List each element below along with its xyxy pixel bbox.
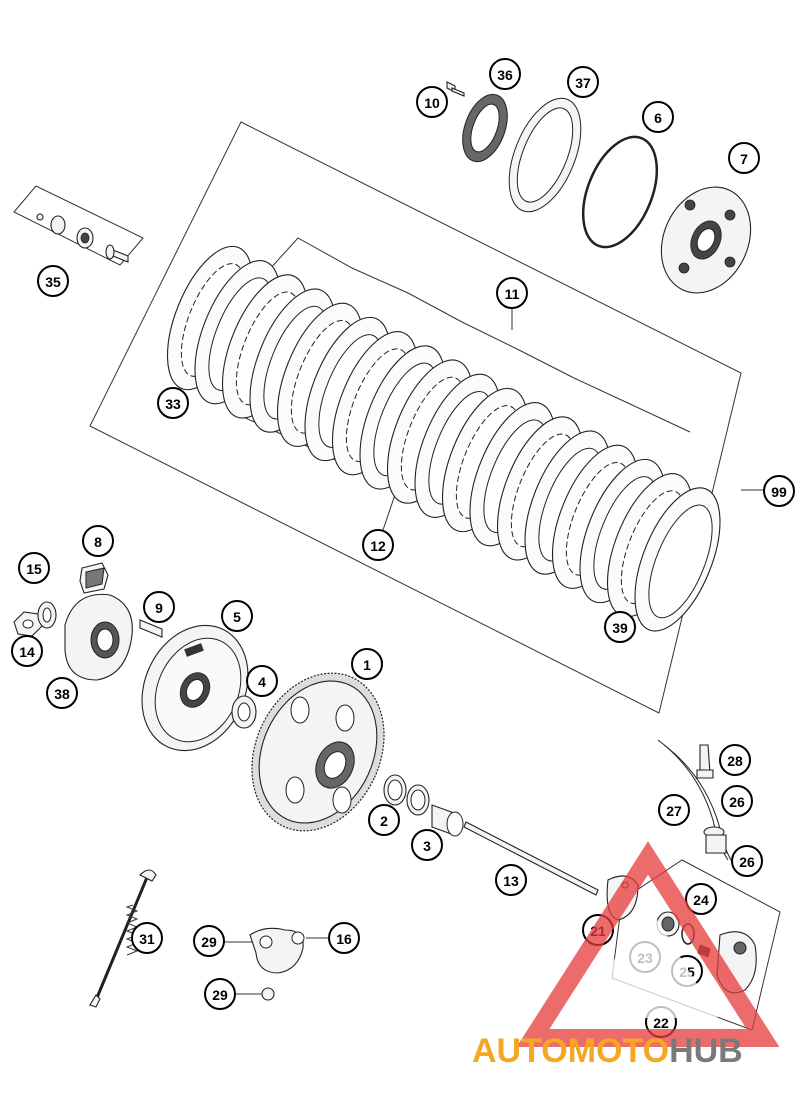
callout-c24: 24 xyxy=(685,883,717,915)
pressure-plate-7 xyxy=(660,186,752,294)
callout-c29a: 29 xyxy=(193,925,225,957)
callout-c38: 38 xyxy=(46,677,78,709)
bolt-10 xyxy=(446,81,465,97)
callout-label: 37 xyxy=(575,75,591,91)
callout-label: 28 xyxy=(727,753,743,769)
callout-c14: 14 xyxy=(11,635,43,667)
callout-label: 33 xyxy=(165,396,181,412)
callout-label: 5 xyxy=(233,609,241,625)
callout-c28: 28 xyxy=(719,744,751,776)
wire-ring-6 xyxy=(581,135,659,249)
watermark-triangle xyxy=(516,841,780,1047)
callout-label: 39 xyxy=(612,620,628,636)
spring-assembly-31 xyxy=(89,869,157,1008)
callout-c9: 9 xyxy=(143,591,175,623)
callout-label: 4 xyxy=(258,674,266,690)
callout-c5: 5 xyxy=(221,600,253,632)
callout-layer: 10 36 37 6 7 35 11 33 99 12 39 8 15 9 5 14 38 4 1 28 2 27 26 3 2… xyxy=(11,58,795,1038)
callout-c26a: 26 xyxy=(721,785,753,817)
callout-c8: 8 xyxy=(82,525,114,557)
washer-14 xyxy=(37,601,57,629)
callout-label: 31 xyxy=(139,931,155,947)
kit-35-parts xyxy=(36,213,129,263)
callout-c99: 99 xyxy=(763,475,795,507)
callout-label: 99 xyxy=(771,484,787,500)
callout-label: 22 xyxy=(653,1015,669,1031)
callout-label: 13 xyxy=(503,873,519,889)
callout-label: 8 xyxy=(94,534,102,550)
callout-c2: 2 xyxy=(368,804,400,836)
callout-label: 15 xyxy=(26,561,42,577)
callout-label: 36 xyxy=(497,67,513,83)
part-8 xyxy=(79,562,109,594)
release-lever-16 xyxy=(249,927,305,1001)
callout-c13: 13 xyxy=(495,864,527,896)
pin-9 xyxy=(139,619,163,638)
callout-c33: 33 xyxy=(157,387,189,419)
callout-label: 26 xyxy=(729,794,745,810)
callout-c35: 35 xyxy=(37,265,69,297)
callout-label: 12 xyxy=(370,538,386,554)
callout-label: 26 xyxy=(739,854,755,870)
callout-c10: 10 xyxy=(416,86,448,118)
callout-label: 27 xyxy=(666,803,682,819)
callout-c4: 4 xyxy=(246,665,278,697)
callout-label: 1 xyxy=(363,657,371,673)
watermark-text-part1: AUTOMOTO xyxy=(472,1032,669,1070)
callout-label: 11 xyxy=(505,286,520,302)
callout-c27: 27 xyxy=(658,794,690,826)
callout-label: 3 xyxy=(423,838,431,854)
washer-37 xyxy=(508,97,582,213)
callout-c36: 36 xyxy=(489,58,521,90)
clutch-plate xyxy=(634,487,721,632)
callout-label: 9 xyxy=(155,600,163,616)
watermark-text-part2: HUB xyxy=(669,1032,743,1070)
callout-label: 16 xyxy=(336,931,352,947)
clutch-basket-5 xyxy=(141,624,249,752)
kit-35-frame xyxy=(13,185,144,266)
callout-c26b: 26 xyxy=(731,845,763,877)
callout-label: 29 xyxy=(212,987,228,1003)
callout-c1: 1 xyxy=(351,648,383,680)
primary-gear-1 xyxy=(251,672,385,832)
callout-label: 10 xyxy=(424,95,440,111)
callout-label: 6 xyxy=(654,110,662,126)
watermark-text: AUTOMOTOHUB xyxy=(472,1032,743,1070)
bracket-11 xyxy=(239,237,691,433)
callout-label: 38 xyxy=(54,686,70,702)
watermark-logo xyxy=(516,841,780,1047)
needle-bearing-2 xyxy=(383,774,430,816)
push-rod-13 xyxy=(463,821,599,896)
bushing-3 xyxy=(431,804,464,837)
inner-hub-38 xyxy=(64,593,133,681)
callout-label: 24 xyxy=(693,892,709,908)
callout-label: 29 xyxy=(201,934,217,950)
callout-c37: 37 xyxy=(567,66,599,98)
callout-label: 35 xyxy=(45,274,61,290)
callout-c12: 12 xyxy=(362,529,394,561)
callout-c6: 6 xyxy=(642,101,674,133)
callout-c11: 11 xyxy=(496,277,528,309)
callout-c39: 39 xyxy=(604,611,636,643)
callout-c15: 15 xyxy=(18,552,50,584)
washer-4 xyxy=(231,695,257,729)
callout-label: 14 xyxy=(19,644,35,660)
plate-group-frame xyxy=(89,121,742,714)
callout-c16: 16 xyxy=(328,922,360,954)
callout-c29b: 29 xyxy=(204,978,236,1010)
callout-label: 2 xyxy=(380,813,388,829)
callout-label: 7 xyxy=(740,151,748,167)
callout-c31: 31 xyxy=(131,922,163,954)
clutch-plate-stack xyxy=(166,245,721,632)
callout-c3: 3 xyxy=(411,829,443,861)
banjo-fitting-28 xyxy=(696,744,714,779)
banjo-bolt xyxy=(703,826,727,854)
callout-c7: 7 xyxy=(728,142,760,174)
spring-plate-36 xyxy=(462,93,508,163)
